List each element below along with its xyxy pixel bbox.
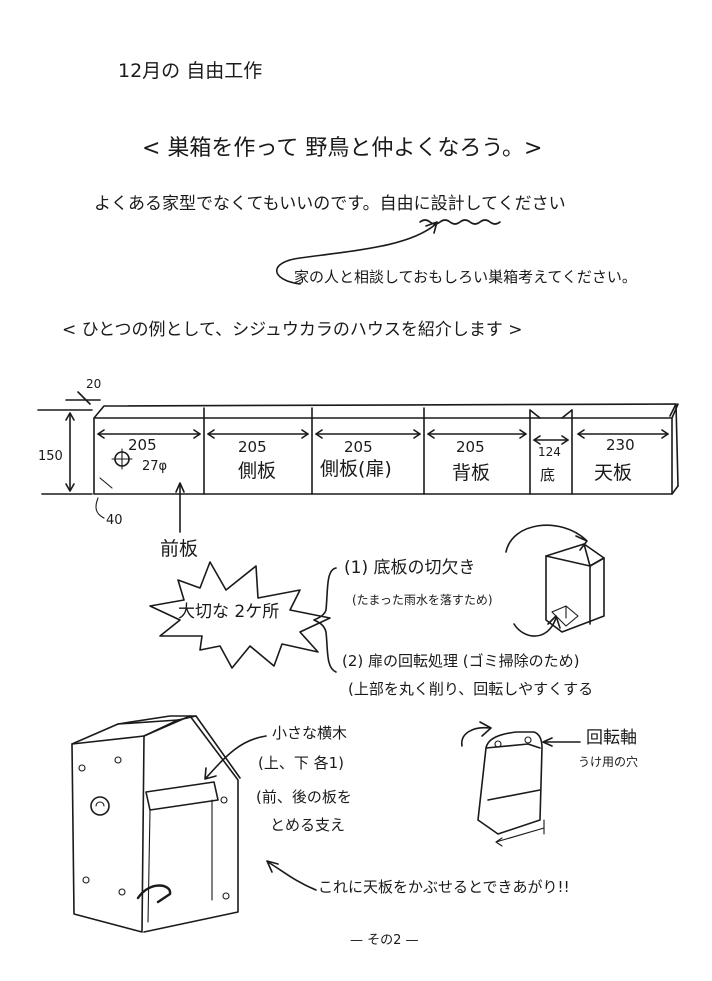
crossbar-line3: (前、後の板を [256,788,352,806]
door-block-sketch [545,543,605,633]
crossbar-line1: 小さな横木 [272,724,348,742]
height-dimension [37,391,101,495]
consult-arrow [276,223,437,285]
piece-length: 205 [128,436,157,454]
crossbar-line2: (上、下 各1) [258,754,345,772]
axis-note: うけ用の穴 [578,755,639,769]
point1-note: (たまった雨水を落すため) [352,593,493,607]
consult-text: 家の人と相談しておもしろい巣箱考えてください。 [294,268,637,286]
page-number: — その2 — [350,933,419,948]
important-burst [149,561,331,669]
example-heading: < ひとつの例として、シジュウカラのハウスを紹介します > [62,320,523,340]
callout-arrow-bottom [513,617,557,637]
plank-outline [93,417,673,495]
front-label: 前板 [160,538,199,560]
crossbar-arrow [205,735,267,779]
page-title: 12月の 自由工作 [118,60,263,82]
consult-arrow-head [425,221,438,234]
finish-text: これに天板をかぶせるとできあがり!! [318,878,570,896]
axis-left-arrow [461,726,491,747]
point2-title: (2) 扉の回転処理 (ゴミ掃除のため) [342,652,580,670]
finish-arrow [267,861,317,891]
piece-label: 背板 [452,462,491,484]
piece-label: 側板(扉) [320,458,392,480]
callout-arrow-top [505,524,587,553]
piece-length: 205 [238,438,267,456]
piece-length: 230 [606,436,635,454]
dim-hole-offset: 40 [106,513,123,528]
dim-top: 20 [86,377,102,391]
piece-length: 205 [456,438,485,456]
theme-heading: < 巣箱を作って 野鳥と仲よくなろう。> [142,136,543,161]
point1-title: (1) 底板の切欠き [344,558,476,578]
dim-height: 150 [38,449,63,464]
plank-top-face [93,403,677,419]
piece-label: 底 [540,466,556,484]
hole-label: 27φ [142,459,168,474]
axis-piece-sketch [477,731,545,847]
piece-label: 側板 [238,460,277,482]
crossbar-line4: とめる支え [270,816,346,834]
axis-title: 回転軸 [586,728,637,748]
length-arrows [97,429,669,445]
piece-length: 205 [344,438,373,456]
piece-length: 124 [538,445,561,459]
intro-text: よくある家型でなくてもいいのです。自由に設計してください [94,194,566,214]
piece-label: 天板 [594,462,633,484]
point2-note: (上部を丸く削り、回転しやすくする [348,680,594,698]
assembled-box-sketch [71,715,241,933]
brace [313,567,337,673]
important-label: 大切な 2ケ所 [178,602,280,622]
